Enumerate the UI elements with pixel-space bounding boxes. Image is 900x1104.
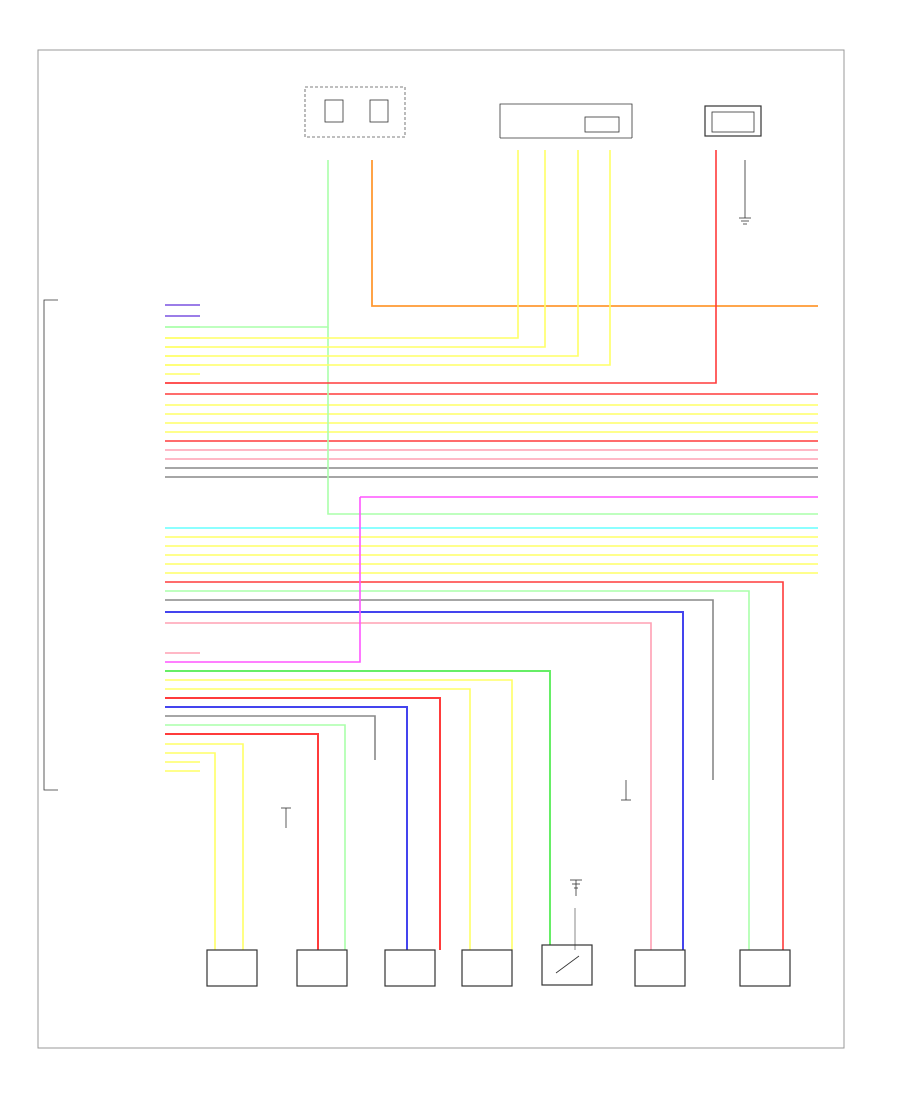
component-3 <box>384 949 436 987</box>
component-5 <box>541 944 593 986</box>
wire-20 <box>165 160 329 328</box>
ground-symbol-right <box>621 780 631 801</box>
ground-symbol-top-right <box>739 200 751 225</box>
component-6 <box>634 949 686 987</box>
wire-35 <box>165 590 750 950</box>
diagram-frame <box>37 49 845 1049</box>
wire-27 <box>165 150 717 384</box>
wire-22 <box>371 160 818 307</box>
wire-47 <box>165 724 346 950</box>
wire-25 <box>165 150 579 357</box>
top-right-component <box>704 105 762 137</box>
wire-44 <box>165 697 441 950</box>
wire-37 <box>165 611 684 950</box>
component-4 <box>461 949 513 987</box>
wire-50 <box>165 752 216 950</box>
wire-23 <box>165 150 519 339</box>
wire-36 <box>165 599 714 780</box>
wire-45 <box>165 706 408 950</box>
passenger-airbag-connector <box>499 103 633 139</box>
wire-42 <box>165 679 513 950</box>
wire-40 <box>165 497 361 663</box>
wire-24 <box>165 150 546 348</box>
bottom-components <box>206 944 791 987</box>
wire-46 <box>165 715 376 760</box>
component-2 <box>296 949 348 987</box>
wire-layer <box>165 150 818 950</box>
wire-26 <box>165 150 611 366</box>
wire-43 <box>165 688 471 950</box>
ground-symbol-center <box>570 879 582 896</box>
switch-blade <box>555 955 580 974</box>
srs-unit-outline <box>43 299 58 791</box>
ground-symbol-left <box>281 807 291 828</box>
wire-34 <box>165 581 784 950</box>
wire-48 <box>165 733 319 950</box>
component-1 <box>206 949 258 987</box>
wire-41 <box>165 670 551 945</box>
fuse-box-component <box>304 86 406 138</box>
component-7 <box>739 949 791 987</box>
wire-49 <box>165 743 244 950</box>
wire-38 <box>165 622 652 950</box>
wire-21 <box>327 327 818 515</box>
